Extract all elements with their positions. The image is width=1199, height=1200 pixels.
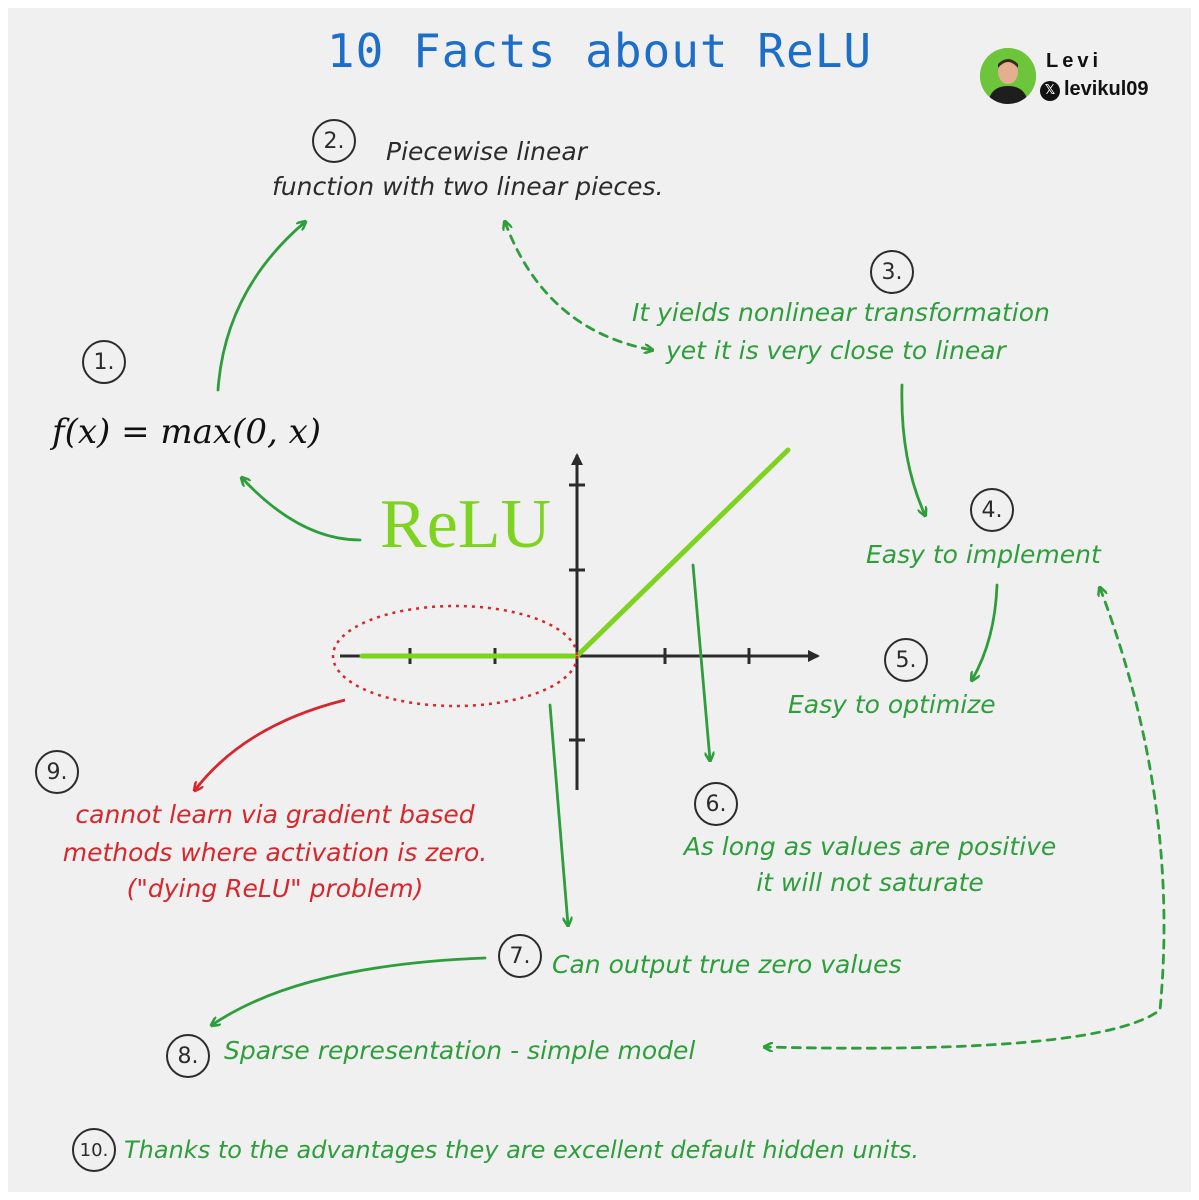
relu-linear-segment [574,447,791,659]
arrow-2-to-3 [505,222,652,350]
fact-10-text: Thanks to the advantages they are excell… [124,1136,919,1164]
fact-5-text: Easy to optimize [788,690,996,719]
author-avatar [980,48,1036,104]
fact-3-line1: It yields nonlinear transformation [632,298,1050,327]
arrow-region-to-9 [195,698,346,790]
fact-number-1: 1. [82,340,126,384]
arrow-4-to-5 [972,583,999,680]
arrow-3-to-4 [900,383,925,515]
relu-curve [359,447,791,659]
fact-6-line1: As long as values are positive [683,832,1057,861]
author-handle: levikul09 [1064,78,1149,100]
fact-8-text: Sparse representation - simple model [224,1036,696,1065]
x-logo-icon: 𝕏 [1040,81,1060,101]
author-name: Levi [1046,50,1103,72]
fact-number-6: 6. [694,782,738,826]
fact-6-line2: it will not saturate [756,868,984,897]
relu-formula: f(x) = max(0, x) [52,412,322,452]
fact-3-line2: yet it is very close to linear [666,336,1006,365]
fact-number-7: 7. [498,934,542,978]
fact-2-line1: Piecewise linear [386,137,587,166]
arrow-4-to-8 [765,588,1166,1048]
dead-region-ellipse [331,604,579,708]
fact-7-text: Can output true zero values [552,950,902,979]
fact-4-text: Easy to implement [866,540,1101,569]
arrow-label-to-formula [242,478,362,542]
diagram-title: 10 Facts about ReLU [326,24,873,78]
fact-number-3: 3. [870,250,914,294]
fact-9-line1: cannot learn via gradient based [75,800,475,829]
fact-number-10: 10. [72,1128,116,1172]
fact-number-8: 8. [166,1034,210,1078]
arrow-zero-to-7 [548,703,568,925]
fact-9-line3: ("dying ReLU" problem) [126,874,424,903]
fact-2-line2: function with two linear pieces. [272,172,664,201]
fact-number-9: 9. [35,750,79,794]
fact-number-2: 2. [312,119,356,163]
arrow-curve-to-6 [691,563,710,760]
fact-number-5: 5. [884,638,928,682]
fact-9-line2: methods where activation is zero. [62,838,488,867]
arrow-1-to-2 [216,222,305,392]
fact-number-4: 4. [970,488,1014,532]
arrow-7-to-8 [212,956,487,1025]
relu-graph-label: ReLU [380,486,552,563]
